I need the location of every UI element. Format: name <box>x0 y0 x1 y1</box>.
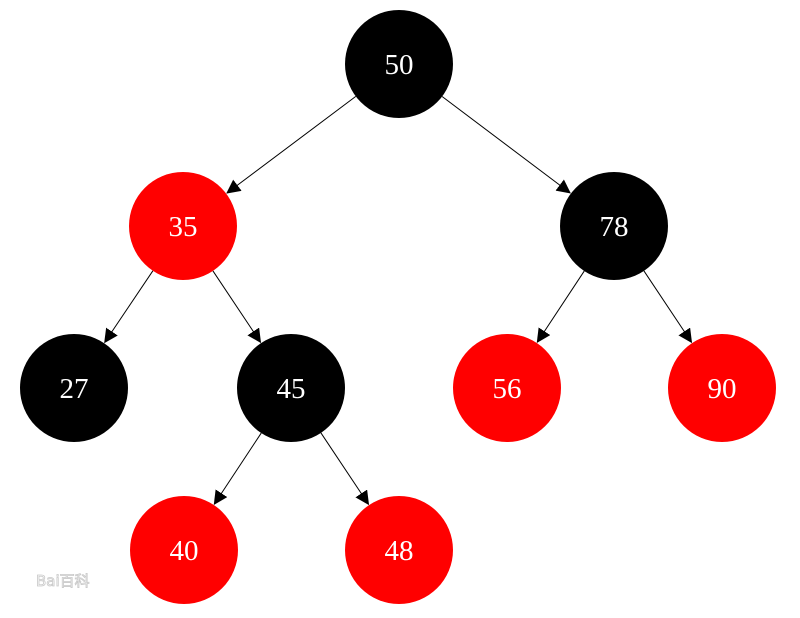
tree-node-40: 40 <box>130 496 238 604</box>
node-circle-black <box>20 334 128 442</box>
node-circle-black <box>560 172 668 280</box>
node-value-label: 27 <box>60 373 89 405</box>
watermark-text: Bai百科 <box>36 572 90 590</box>
watermark: Bai百科 <box>36 572 90 591</box>
node-circle-black <box>345 10 453 118</box>
node-value-label: 35 <box>169 211 198 243</box>
edge-50-to-35 <box>226 96 357 194</box>
node-value-label: 56 <box>493 373 522 405</box>
tree-node-50: 50 <box>345 10 453 118</box>
tree-node-78: 78 <box>560 172 668 280</box>
tree-node-45: 45 <box>237 334 345 442</box>
node-value-label: 40 <box>170 535 199 567</box>
node-value-label: 50 <box>385 49 414 81</box>
nodes: 50 35 78 27 45 56 90 40 48 <box>20 10 776 604</box>
node-circle-red <box>668 334 776 442</box>
edge-78-to-56 <box>536 270 585 343</box>
tree-node-90: 90 <box>668 334 776 442</box>
node-value-label: 78 <box>600 211 629 243</box>
node-value-label: 90 <box>708 373 737 405</box>
edge-50-to-78 <box>441 96 571 194</box>
edge-45-to-48 <box>320 432 370 506</box>
edge-35-to-45 <box>212 270 262 344</box>
node-circle-black <box>237 334 345 442</box>
tree-node-48: 48 <box>345 496 453 604</box>
edges <box>104 96 693 506</box>
tree-node-27: 27 <box>20 334 128 442</box>
node-value-label: 45 <box>277 373 306 405</box>
edge-35-to-27 <box>104 270 154 344</box>
node-circle-red <box>453 334 561 442</box>
tree-node-56: 56 <box>453 334 561 442</box>
edge-78-to-90 <box>643 270 693 344</box>
tree-node-35: 35 <box>129 172 237 280</box>
node-circle-red <box>345 496 453 604</box>
node-circle-red <box>130 496 238 604</box>
edge-45-to-40 <box>213 432 262 505</box>
node-value-label: 48 <box>385 535 414 567</box>
node-circle-red <box>129 172 237 280</box>
